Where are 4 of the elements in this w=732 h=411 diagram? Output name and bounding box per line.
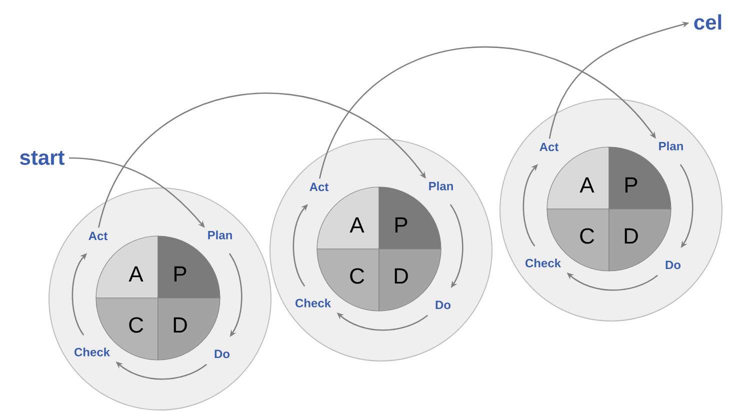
arrow	[319, 46, 656, 179]
end-label: start	[20, 151, 64, 165]
end-label: cel	[694, 14, 722, 30]
arrow	[98, 92, 426, 228]
